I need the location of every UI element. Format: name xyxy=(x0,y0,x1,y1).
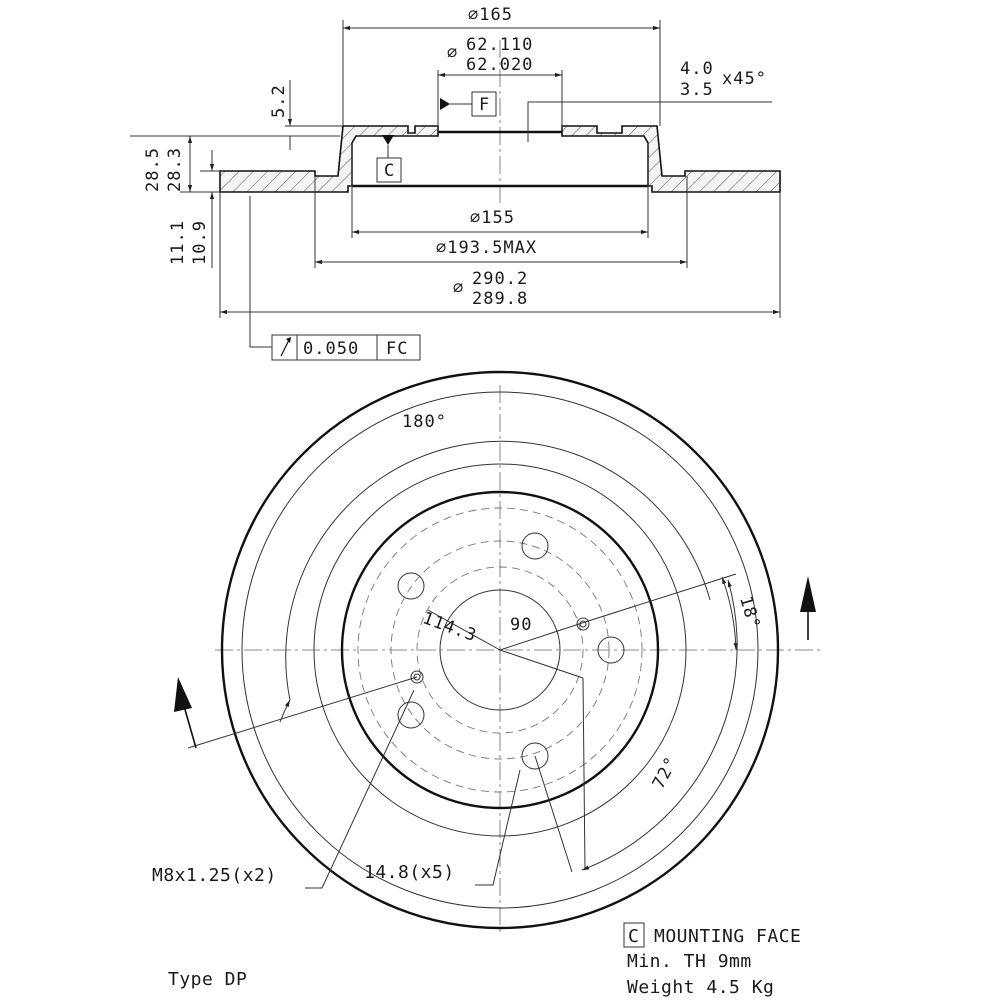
section-arrow-left xyxy=(174,677,197,749)
note-mounting-face: MOUNTING FACE xyxy=(654,926,801,947)
dim-62-upper: 62.110 xyxy=(466,35,533,55)
note-min-th: Min. TH 9mm xyxy=(627,951,752,972)
front-view: 180° 114.3 90 18° 72° xyxy=(152,370,820,935)
tolerance-value: 0.050 xyxy=(303,339,359,359)
note-type: Type DP xyxy=(168,969,247,990)
section-arrow-right xyxy=(800,576,816,640)
height-upper: 28.5 xyxy=(143,147,163,192)
angle-180: 180° xyxy=(402,412,447,432)
notes-block: C MOUNTING FACE Min. TH 9mm Weight 4.5 K… xyxy=(168,922,801,998)
dim-5-2: 5.2 xyxy=(269,84,289,118)
runout-icon xyxy=(280,337,291,357)
datum-c: C xyxy=(384,161,395,181)
dim-193-5-max: ∅193.5MAX xyxy=(436,238,537,258)
dim-62-prefix: ∅ xyxy=(447,43,458,63)
angle-72: 72° xyxy=(649,753,682,792)
thk-upper: 11.1 xyxy=(168,220,188,265)
dim-165: ∅165 xyxy=(468,5,513,25)
section-left-half xyxy=(219,125,439,193)
outer-edge xyxy=(220,370,780,930)
chamfer-lower: 3.5 xyxy=(680,80,714,100)
side-section-view: ∅165 ∅ 62.110 62.020 4.0 3.5 x45° F C 5.… xyxy=(130,5,781,361)
circle-90: 90 xyxy=(510,615,532,635)
bolt-holes xyxy=(397,532,625,770)
bolt-circle-114: 114.3 xyxy=(420,608,480,646)
dim-290-lower: 289.8 xyxy=(472,289,528,309)
thk-lower: 10.9 xyxy=(190,220,210,265)
note-weight: Weight 4.5 Kg xyxy=(627,977,774,998)
tolerance-datums: FC xyxy=(386,339,408,359)
dim-290-prefix: ∅ xyxy=(453,278,464,298)
angle-18: 18° xyxy=(735,594,764,632)
chamfer-upper: 4.0 xyxy=(680,59,714,79)
hole-note: 14.8(x5) xyxy=(364,862,455,883)
dim-155: ∅155 xyxy=(470,208,515,228)
height-lower: 28.3 xyxy=(165,147,185,192)
chamfer-angle: x45° xyxy=(722,69,767,89)
section-right-half xyxy=(561,125,781,193)
dim-290-upper: 290.2 xyxy=(472,269,528,289)
dim-62-lower: 62.020 xyxy=(466,55,533,75)
note-datum-c: C xyxy=(628,926,639,947)
datum-f: F xyxy=(479,95,490,115)
thread-note: M8x1.25(x2) xyxy=(152,865,277,886)
